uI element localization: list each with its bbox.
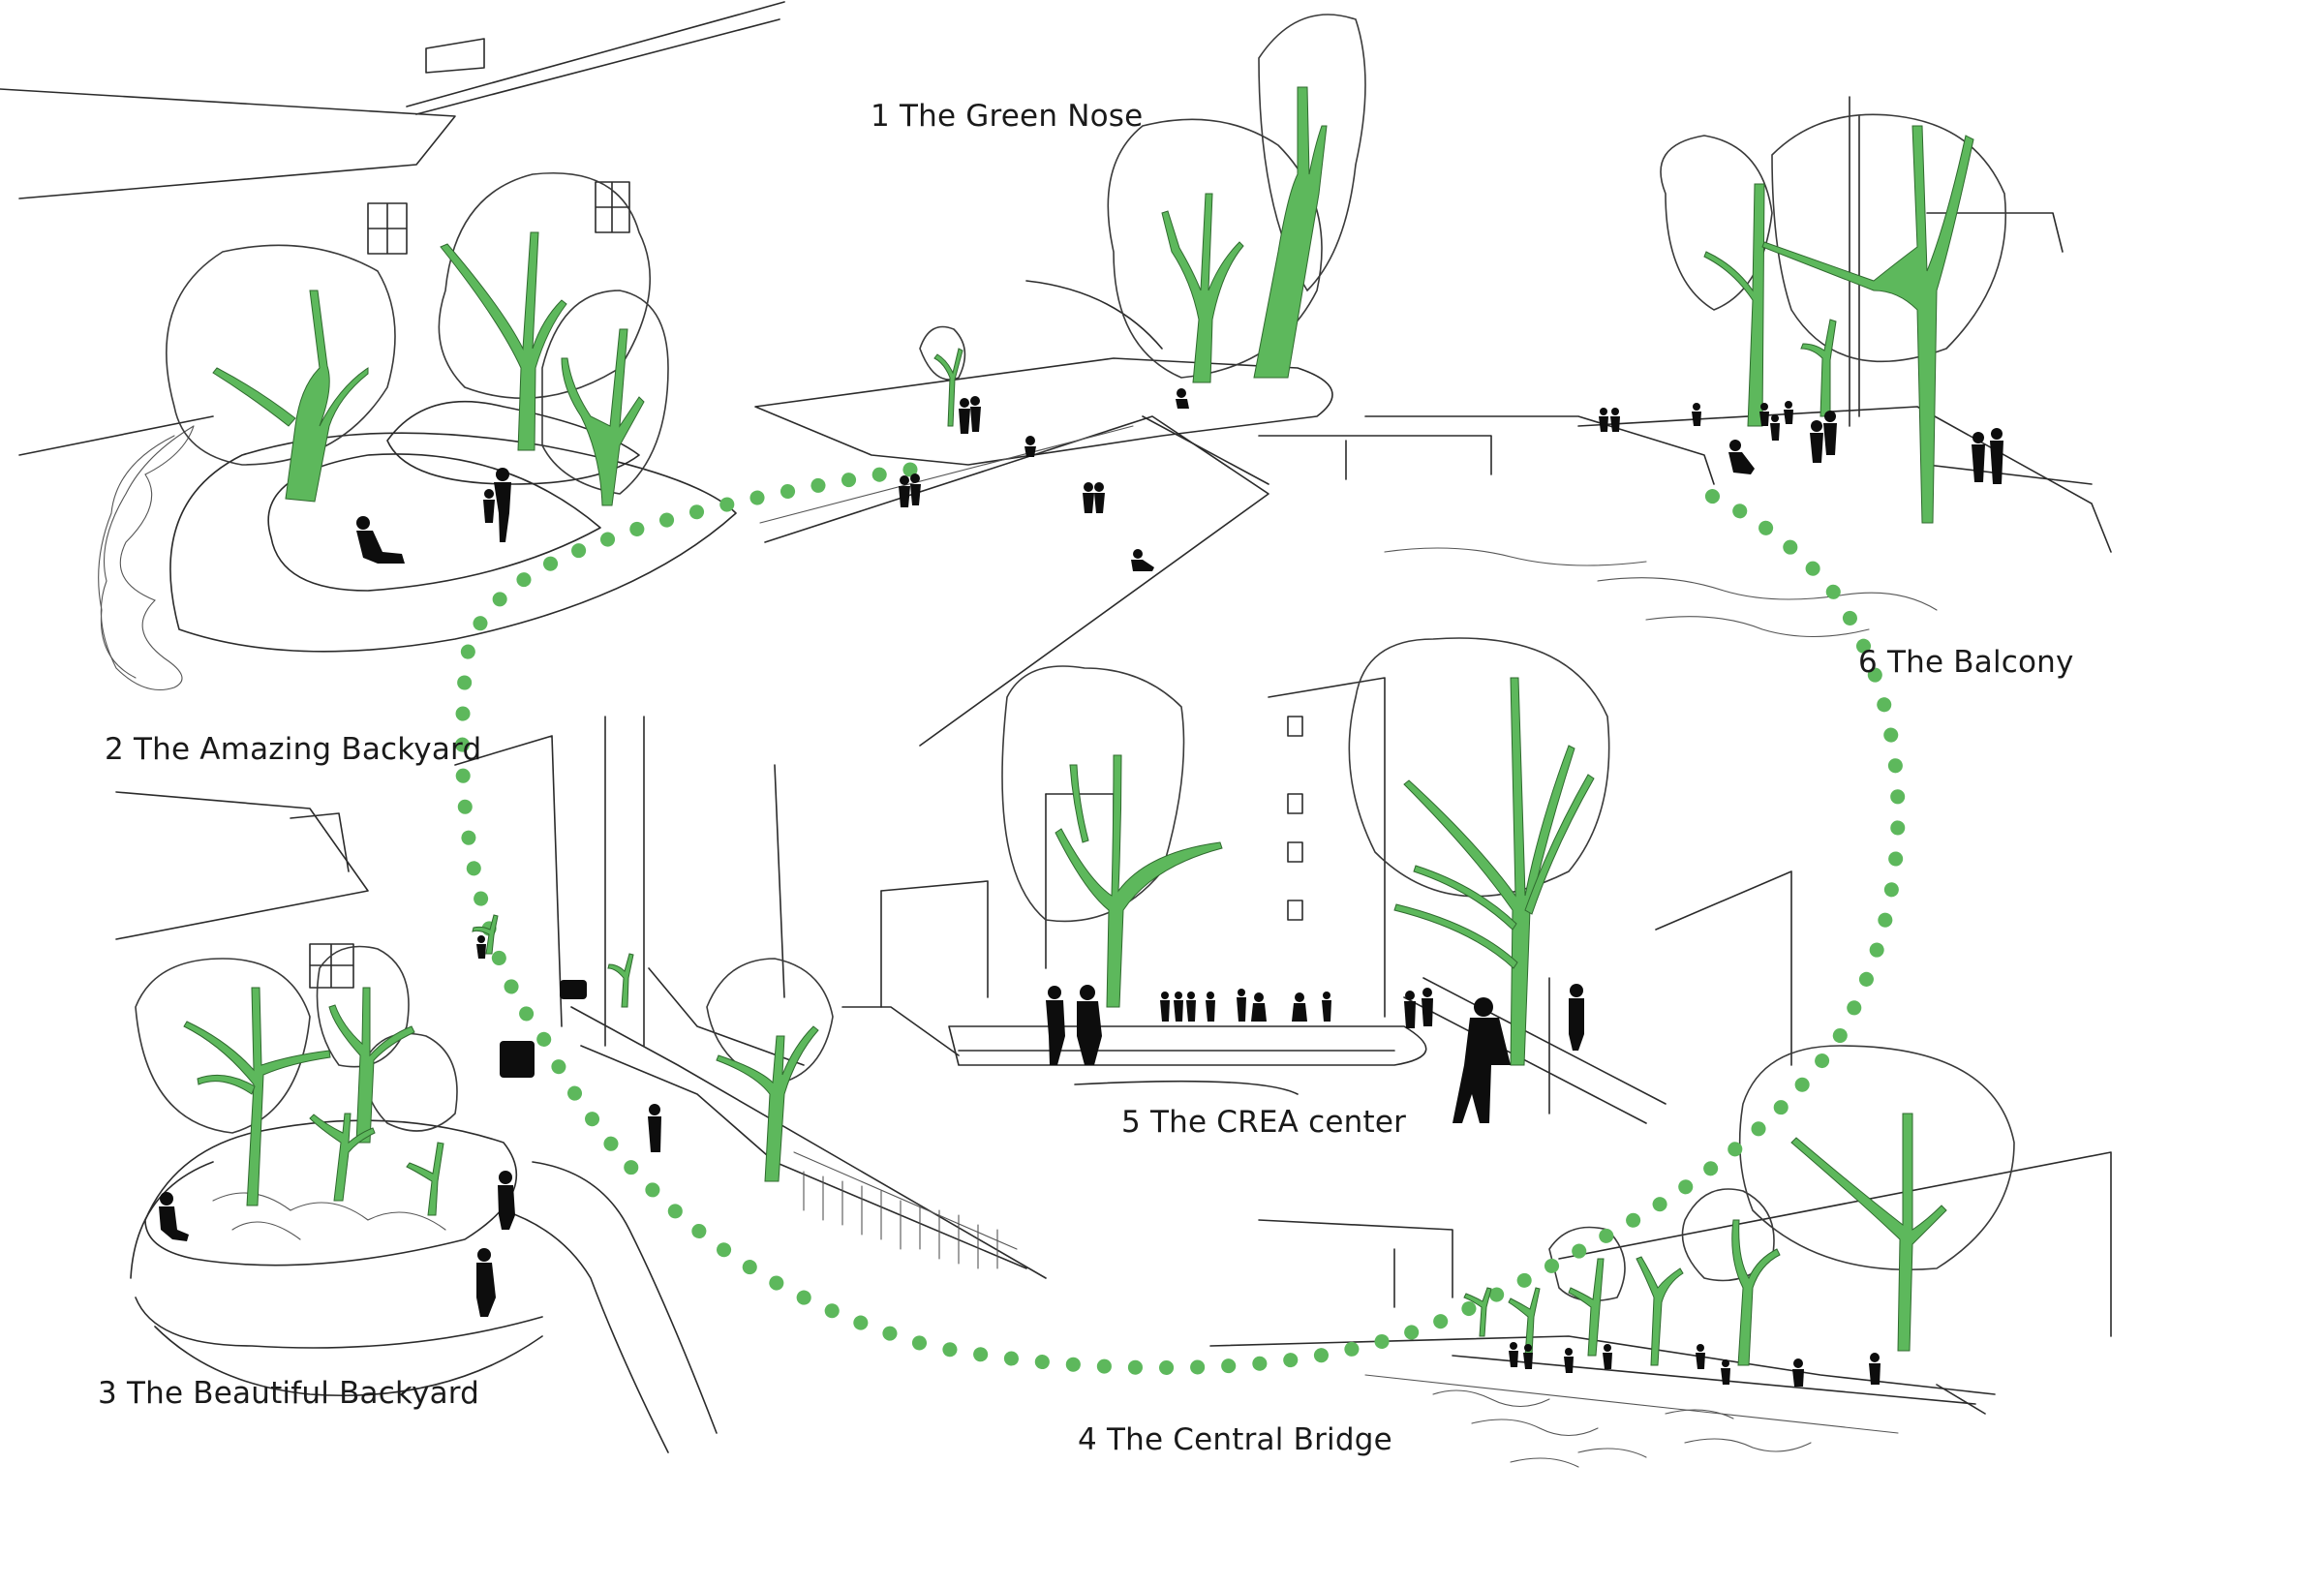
person-figure — [483, 489, 495, 523]
person-figure — [1077, 985, 1102, 1065]
station-label-beautiful-backyard: 3 The Beautiful Backyard — [98, 1376, 480, 1411]
person-figure — [1599, 408, 1620, 432]
people-silhouettes — [159, 388, 2003, 1387]
person-figure — [1972, 432, 1985, 482]
person-figure — [899, 473, 921, 507]
person-figure — [1083, 482, 1105, 513]
person-figure — [1452, 997, 1511, 1123]
person-figure — [560, 980, 587, 999]
person-figure — [1046, 986, 1065, 1065]
person-figure — [1131, 549, 1154, 571]
station-label-amazing-backyard: 2 The Amazing Backyard — [105, 732, 482, 767]
person-figure — [494, 468, 511, 542]
station-label-crea-center: 5 The CREA center — [1121, 1105, 1407, 1140]
station-label-balcony: 6 The Balcony — [1858, 645, 2074, 680]
green-trees — [183, 86, 1974, 1366]
person-figure — [159, 1192, 189, 1241]
person-figure — [1564, 1344, 1612, 1373]
person-figure — [500, 1041, 535, 1078]
person-figure — [1237, 989, 1331, 1022]
person-figure — [1160, 992, 1215, 1022]
person-figure — [1696, 1344, 1730, 1385]
person-figure — [1728, 440, 1755, 474]
station-label-green-nose: 1 The Green Nose — [871, 99, 1144, 134]
person-figure — [1810, 411, 1837, 463]
person-figure — [1770, 414, 1780, 441]
green-route-dotted-path — [455, 462, 1906, 1375]
station-label-central-bridge: 4 The Central Bridge — [1078, 1422, 1392, 1457]
tree-crowns — [135, 14, 2015, 1302]
person-figure — [1404, 988, 1433, 1028]
person-figure — [476, 935, 486, 959]
person-figure — [1869, 1353, 1881, 1385]
person-figure — [1792, 1358, 1804, 1387]
background-linework — [0, 1, 2112, 1468]
person-figure — [1509, 1342, 1533, 1369]
person-figure — [1692, 401, 1793, 426]
person-figure — [1176, 388, 1189, 409]
person-figure — [476, 1248, 496, 1317]
person-figure — [1569, 984, 1584, 1051]
person-figure — [498, 1171, 515, 1230]
person-figure — [356, 516, 405, 564]
person-figure — [648, 1104, 661, 1152]
person-figure — [1024, 436, 1036, 457]
person-figure — [959, 396, 981, 434]
person-figure — [1990, 428, 2003, 484]
